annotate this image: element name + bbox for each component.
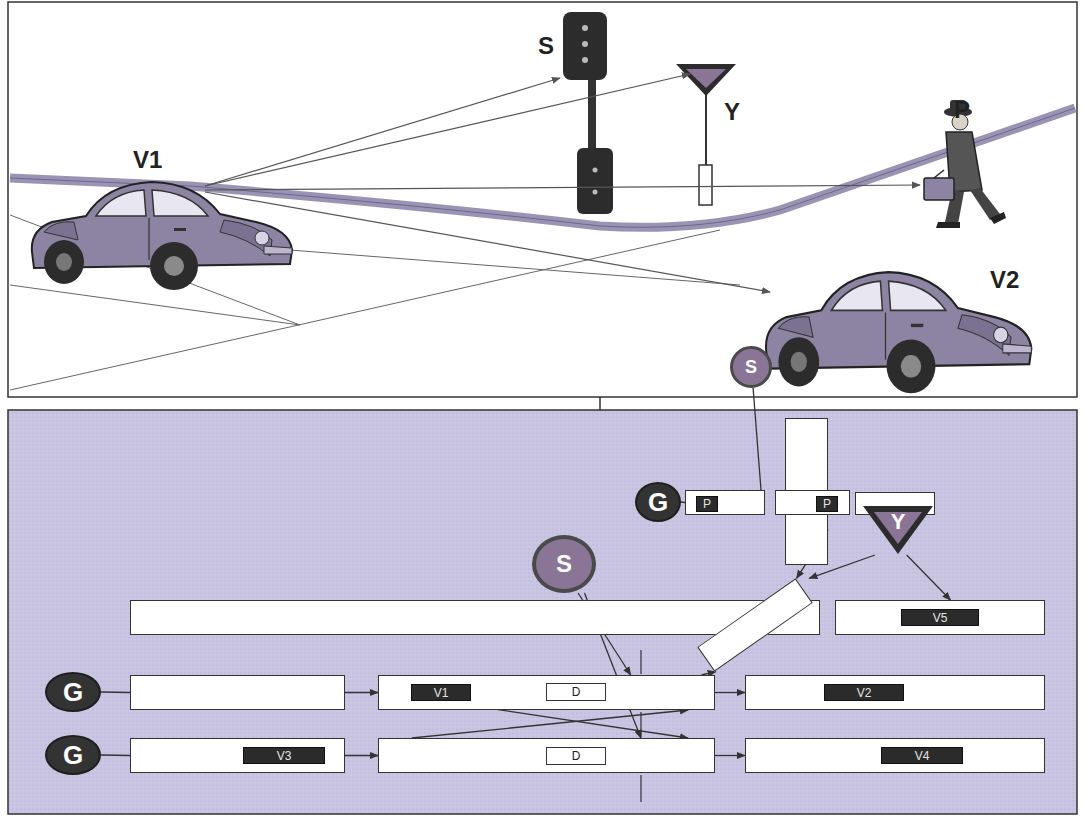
vehicle-tag: V2 [824,684,904,701]
node-text: G [63,742,83,768]
lane-box: V5 [835,600,1045,635]
connector [753,388,761,490]
connector [715,692,745,693]
lane-box: V4 [745,738,1045,773]
node-text: D [572,750,581,762]
node-text: G [648,489,668,515]
node-text: S [745,358,757,376]
object-label: S [538,34,554,58]
vehicle-tag: P [816,496,838,512]
connector [907,555,951,600]
node-text: D [572,686,581,698]
triangle-inner [874,512,922,544]
lane-box: V1 D [378,675,715,710]
node-text: V4 [915,750,930,762]
node-text: P [703,498,711,510]
vehicle-tag: V3 [243,747,325,764]
connector [412,710,688,738]
connector [101,754,130,756]
generator-circle: G [45,672,101,712]
lane-box: D [378,738,715,773]
lane-box: V2 [745,675,1045,710]
detector-box: D [546,747,606,765]
node-text: Y [891,511,906,533]
detector-box: D [546,683,606,701]
node-text: V1 [434,687,449,699]
generator-circle: G [635,482,681,522]
node-text: V2 [857,687,872,699]
yield-triangle: Y [862,505,934,555]
node-text: P [823,498,831,510]
object-label: Y [724,100,740,124]
object-label: V1 [133,148,162,172]
vehicle-tag: V5 [901,609,979,626]
generator-circle: G [45,735,101,775]
lane-box [130,675,345,710]
vehicle-tag: V4 [881,747,963,764]
triangle-outline [863,506,933,554]
lane-box: P [685,490,765,515]
signal-circle: S [532,535,596,593]
node-text: G [63,679,83,705]
signal-circle: S [730,346,772,388]
vehicle-tag: P [696,496,718,512]
node-text: V3 [277,750,292,762]
lane-box [130,600,820,635]
connector [715,755,745,756]
connector [345,692,378,693]
lane-box: P [775,490,850,515]
node-text: V5 [933,612,948,624]
connector [345,755,378,756]
vehicle-tag: V1 [411,684,471,701]
object-label: V2 [990,268,1019,292]
node-text: S [556,552,572,576]
connector [101,691,130,693]
lane-box: V3 [130,738,345,773]
object-label: P [954,98,970,122]
